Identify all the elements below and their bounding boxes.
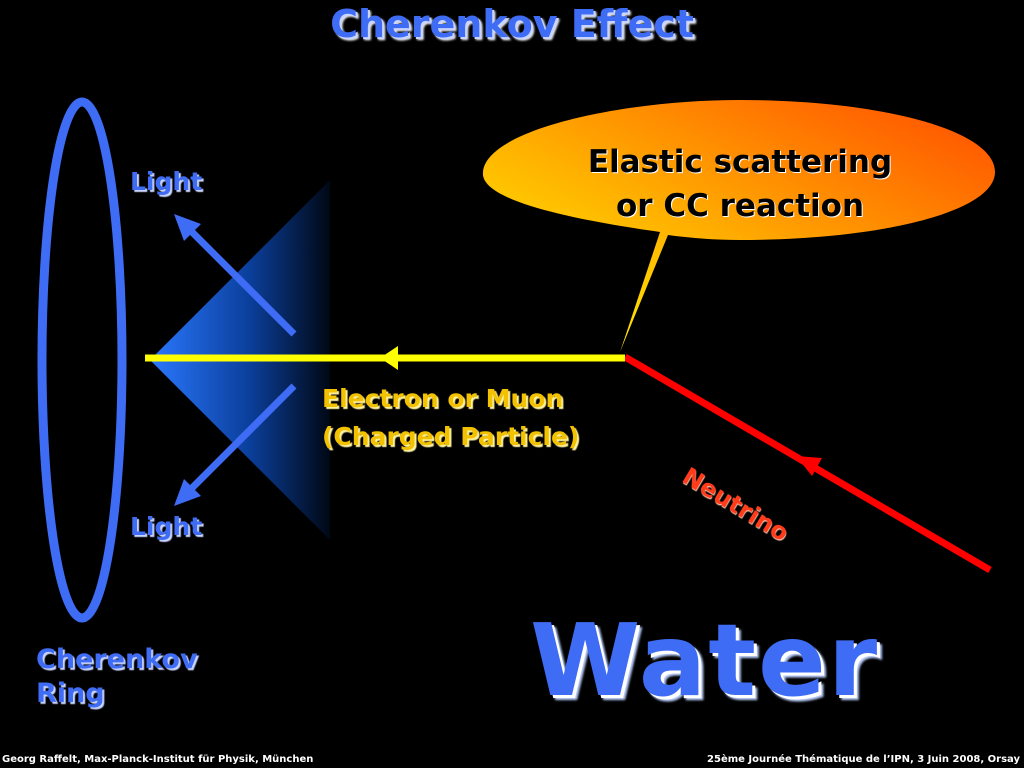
- cherenkov-ring-label: Cherenkov Ring: [36, 643, 198, 711]
- cherenkov-ring: [37, 97, 127, 623]
- light-arrow-bottom-head: [174, 479, 201, 506]
- particle-label-line2: (Charged Particle): [322, 422, 580, 451]
- light-arrow-top: [186, 226, 297, 337]
- particle-arrow-icon: [380, 346, 398, 370]
- footer-author: Georg Raffelt, Max-Planck-Institut für P…: [2, 754, 314, 765]
- particle-label-line1: Electron or Muon: [322, 384, 564, 413]
- medium-label: Water: [530, 602, 880, 719]
- reaction-bubble: [482, 100, 995, 352]
- neutrino-arrow-icon: [796, 456, 822, 476]
- slide-title: Cherenkov Effect: [330, 2, 694, 46]
- light-arrow-bottom: [186, 383, 297, 494]
- bubble-text-line1: Elastic scattering: [587, 144, 893, 180]
- ring-label-line2: Ring: [36, 678, 105, 709]
- charged-particle-label: Electron or Muon (Charged Particle): [322, 380, 579, 456]
- light-label-bottom: Light: [130, 512, 203, 541]
- ring-label-line1: Cherenkov: [36, 644, 198, 675]
- reaction-bubble-text: Elastic scattering or CC reaction: [560, 140, 920, 228]
- bubble-text-line2: or CC reaction: [615, 188, 865, 224]
- light-arrow-top-head: [174, 214, 201, 241]
- light-label-top: Light: [130, 167, 203, 196]
- footer-event: 25ème Journée Thématique de l’IPN, 3 Jui…: [707, 754, 1020, 765]
